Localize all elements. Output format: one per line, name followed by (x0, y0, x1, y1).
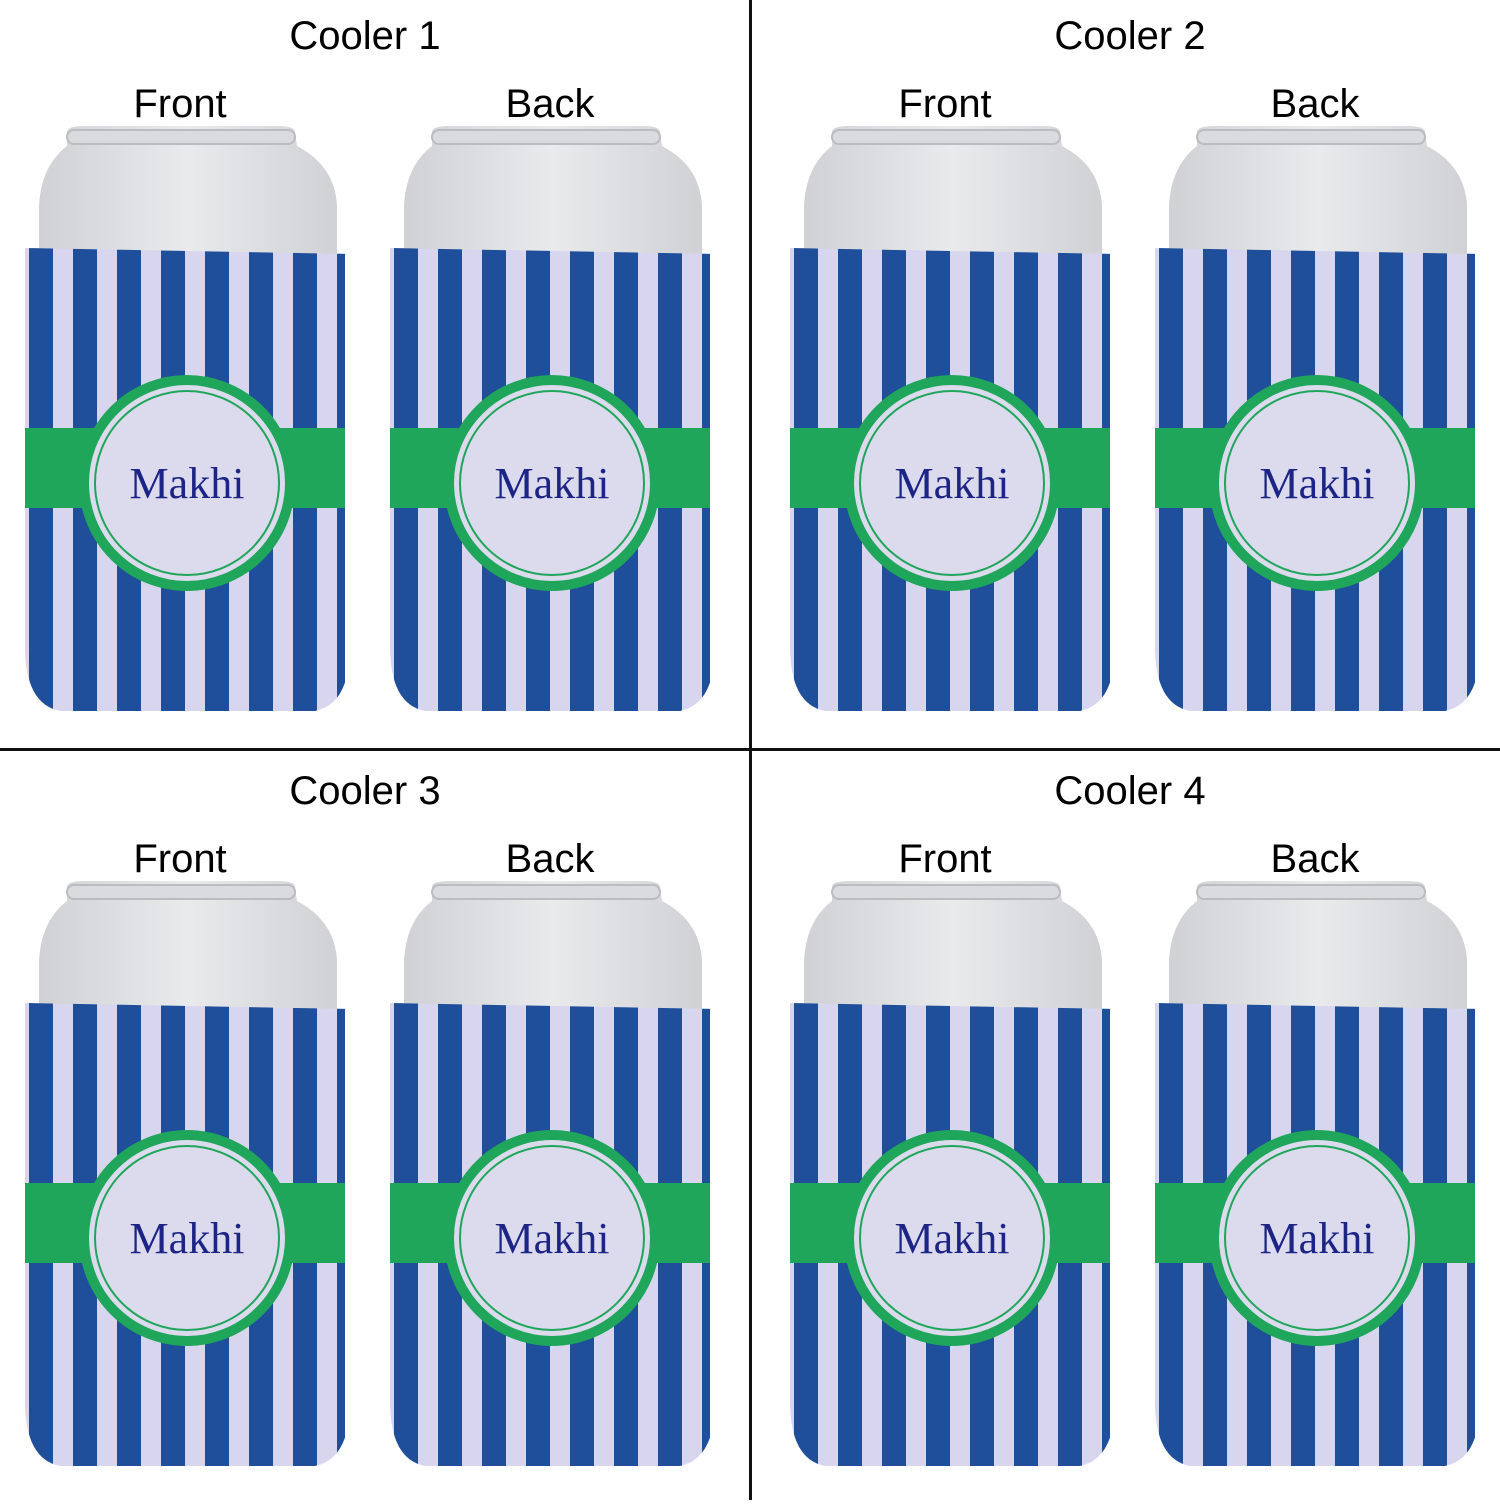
monogram-text: Makhi (895, 1214, 1010, 1263)
back-label: Back (1270, 82, 1360, 126)
can-top (1169, 881, 1467, 1011)
can-rim (1196, 884, 1426, 900)
monogram-circle-inner (859, 1145, 1045, 1331)
monogram-text: Makhi (495, 1214, 610, 1263)
can-top (39, 881, 337, 1011)
monogram-circle-outer (1209, 1130, 1425, 1346)
can-rim (1196, 129, 1426, 145)
back-label: Back (505, 837, 595, 881)
monogram-circle-inner (94, 390, 280, 576)
can-top (404, 881, 702, 1011)
can-cooler-illustration: Makhi (1155, 126, 1475, 711)
monogram-circle-outer (444, 1130, 660, 1346)
can-cooler-front: Makhi (15, 881, 345, 1471)
can-cooler-illustration: Makhi (25, 881, 345, 1466)
monogram-circle-inner (859, 390, 1045, 576)
monogram-text: Makhi (1260, 1214, 1375, 1263)
monogram-circle-inner (1224, 390, 1410, 576)
monogram-circle-inner (1224, 1145, 1410, 1331)
can-cooler-back: Makhi (380, 126, 710, 716)
can-top (804, 126, 1102, 256)
monogram-circle-outer (844, 375, 1060, 591)
can-rim (66, 129, 296, 145)
can-cooler-back: Makhi (1145, 881, 1475, 1471)
monogram-circle-outer (79, 375, 295, 591)
can-cooler-illustration: Makhi (390, 881, 710, 1466)
back-label: Back (505, 82, 595, 126)
monogram-circle-inner (94, 1145, 280, 1331)
can-top (1169, 126, 1467, 256)
cooler-title: Cooler 4 (1054, 769, 1206, 813)
front-label: Front (133, 82, 227, 126)
can-cooler-front: Makhi (780, 126, 1110, 716)
can-cooler-back: Makhi (1145, 126, 1475, 716)
monogram-circle-outer (444, 375, 660, 591)
monogram-text: Makhi (1260, 459, 1375, 508)
can-cooler-front: Makhi (780, 881, 1110, 1471)
front-label: Front (133, 837, 227, 881)
can-cooler-illustration: Makhi (790, 126, 1110, 711)
can-cooler-front: Makhi (15, 126, 345, 716)
can-rim (831, 129, 1061, 145)
can-cooler-illustration: Makhi (790, 881, 1110, 1466)
cooler-title: Cooler 1 (289, 14, 441, 58)
can-cooler-illustration: Makhi (390, 126, 710, 711)
monogram-circle-inner (459, 390, 645, 576)
monogram-text: Makhi (895, 459, 1010, 508)
monogram-circle-outer (79, 1130, 295, 1346)
monogram-text: Makhi (495, 459, 610, 508)
can-rim (431, 884, 661, 900)
monogram-circle-outer (1209, 375, 1425, 591)
can-rim (431, 129, 661, 145)
monogram-circle-inner (459, 1145, 645, 1331)
front-label: Front (898, 82, 992, 126)
can-cooler-illustration: Makhi (25, 126, 345, 711)
back-label: Back (1270, 837, 1360, 881)
front-label: Front (898, 837, 992, 881)
cooler-title: Cooler 3 (289, 769, 441, 813)
can-cooler-illustration: Makhi (1155, 881, 1475, 1466)
can-rim (66, 884, 296, 900)
can-top (404, 126, 702, 256)
cooler-title: Cooler 2 (1054, 14, 1206, 58)
monogram-text: Makhi (130, 1214, 245, 1263)
horizontal-divider (0, 748, 1500, 751)
can-top (39, 126, 337, 256)
can-rim (831, 884, 1061, 900)
monogram-text: Makhi (130, 459, 245, 508)
can-cooler-back: Makhi (380, 881, 710, 1471)
can-top (804, 881, 1102, 1011)
monogram-circle-outer (844, 1130, 1060, 1346)
